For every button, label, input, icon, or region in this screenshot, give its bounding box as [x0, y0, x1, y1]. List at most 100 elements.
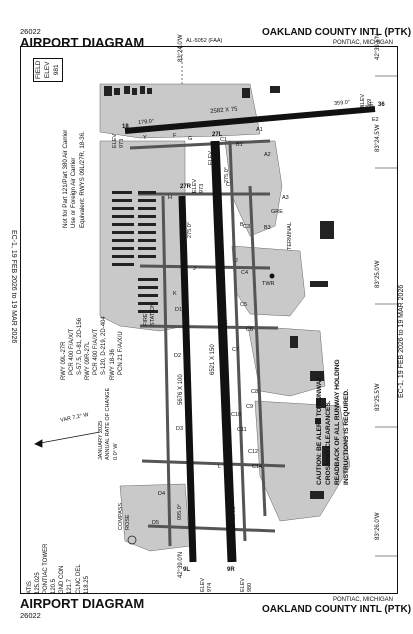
location-bottom: PONTIAC, MICHIGAN — [333, 597, 394, 603]
diagram-frame — [20, 46, 398, 594]
compass-rose-label: COMPASS ROSE — [118, 502, 132, 530]
runway-27r-heading: 275.0° — [187, 222, 193, 238]
svg-text:GRE: GRE — [271, 209, 283, 215]
svg-text:J: J — [193, 266, 196, 272]
lat-top-right-label: 42°39.5'N — [375, 33, 381, 60]
svg-text:K: K — [173, 291, 177, 297]
frequencies-box: ATIS 125.025 PONTIAC TOWER 120.5 GND CON… — [27, 543, 90, 594]
graticule — [181, 46, 398, 557]
svg-text:C5: C5 — [240, 302, 247, 308]
svg-text:A3: A3 — [282, 195, 289, 201]
compass-rose-icon — [127, 535, 137, 545]
svg-text:H: H — [168, 195, 172, 201]
fire-station-label: FIRE STATION — [143, 302, 157, 326]
svg-text:G: G — [188, 136, 192, 142]
runway-9l-heading: 095.0° — [177, 504, 183, 520]
lat-right-2-label: 83°25.0'W — [375, 260, 381, 288]
part-139-note: Not for Part 121/Part 380 Air Carrier Us… — [62, 129, 86, 228]
lat-right-3-label: 83°25.5'W — [375, 383, 381, 411]
svg-text:9L: 9L — [183, 567, 190, 573]
svg-text:C6: C6 — [246, 327, 253, 333]
left-cycle-label: EC-1, 19 FEB 2026 to 19 MAR 2026 — [10, 230, 17, 344]
runway-27l-heading: 275.0° — [224, 167, 230, 183]
svg-text:Y: Y — [143, 135, 147, 141]
svg-text:C8: C8 — [251, 389, 258, 395]
svg-text:18: 18 — [122, 124, 129, 130]
runway-9r-27l — [210, 140, 237, 563]
svg-text:E1: E1 — [361, 105, 368, 111]
elev-rwy-9l: ELEV 974 — [200, 577, 214, 592]
elev-rwy-9r: ELEV 980 — [240, 577, 254, 592]
elev-rwy-18: ELEV 973 — [112, 133, 126, 148]
svg-text:L: L — [187, 462, 190, 468]
svg-text:C10: C10 — [231, 412, 241, 418]
svg-text:D2: D2 — [174, 353, 181, 359]
svg-text:A2: A2 — [264, 152, 271, 158]
svg-text:C9: C9 — [246, 404, 253, 410]
svg-text:B3: B3 — [264, 225, 271, 231]
svg-text:27R: 27R — [180, 184, 192, 190]
runway-9l-27r — [178, 195, 197, 563]
tower-label: TWR — [262, 281, 275, 287]
svg-text:E2: E2 — [372, 117, 379, 123]
svg-text:C14: C14 — [252, 464, 262, 470]
svg-text:B: B — [240, 222, 244, 228]
svg-text:D3: D3 — [176, 426, 183, 432]
airport-name-bottom: OAKLAND COUNTY INTL (PTK) — [262, 604, 412, 615]
svg-text:D1: D1 — [175, 307, 182, 313]
svg-text:C12: C12 — [248, 449, 258, 455]
elev-rwy-36: ELEV 969 — [360, 93, 374, 108]
lon-top-label: 83°24.0'W — [178, 34, 184, 62]
diagram-title-bottom: AIRPORT DIAGRAM — [20, 596, 145, 611]
buildings — [104, 86, 334, 499]
svg-text:C: C — [226, 182, 230, 188]
apron-areas — [99, 83, 351, 552]
caution-note: CAUTION: BE ALERT TO RUNWAY CROSSING CLE… — [316, 359, 350, 485]
annual-change-note: JANUARY 2025 ANNUAL RATE OF CHANGE 0.0° … — [98, 387, 119, 460]
svg-text:D5: D5 — [152, 520, 159, 526]
svg-text:C4: C4 — [241, 270, 248, 276]
right-cycle-label: EC-1, 19 FEB 2026 to 19 MAR 2026 — [398, 284, 405, 398]
svg-text:K: K — [224, 320, 228, 326]
magnetic-variation-arrow — [34, 431, 101, 448]
taxiway-network — [129, 139, 286, 547]
terminal-label: TERMINAL — [287, 222, 293, 250]
procedure-number-bottom: 26022 — [20, 611, 41, 620]
diagram-title-top: AIRPORT DIAGRAM — [20, 35, 145, 50]
svg-text:F: F — [173, 133, 177, 139]
svg-text:C1: C1 — [220, 137, 227, 143]
runway-18-36 — [124, 106, 376, 134]
hangar-rows — [112, 191, 158, 313]
elev-rwy-27r: ELEV 973 — [192, 178, 206, 193]
airport-name-top: OAKLAND COUNTY INTL (PTK) — [262, 27, 412, 38]
svg-text:9R: 9R — [227, 567, 235, 573]
elev-rwy-27l: ELEV 973 — [208, 150, 222, 165]
svg-text:A1: A1 — [256, 127, 263, 133]
svg-text:J: J — [235, 258, 238, 264]
svg-text:B1: B1 — [236, 142, 243, 148]
svg-text:E: E — [370, 102, 374, 108]
field-elevation-box: FIELD ELEV 981 — [33, 57, 64, 82]
runway-strength-table: RWY 09L-27R PCR 400 F/A/X/T S-57.5, D-81… — [61, 316, 124, 380]
lon-bottom-label: 42°39.0'N — [178, 551, 184, 578]
runway-9r-27l-dimensions: 6521 X 150 — [210, 344, 216, 375]
svg-text:36: 36 — [378, 102, 385, 108]
svg-text:A: A — [247, 117, 251, 123]
runway-end-labels: 18 36 27R 27L 9L 9R — [122, 102, 385, 573]
svg-text:C7: C7 — [232, 347, 239, 353]
lat-right-1-label: 83°24.5'W — [375, 124, 381, 152]
svg-text:27L: 27L — [212, 132, 223, 138]
atis-id: AL-5052 (FAA) — [186, 38, 223, 44]
svg-text:C11: C11 — [237, 427, 247, 433]
location-top: PONTIAC, MICHIGAN — [333, 40, 394, 46]
svg-text:L: L — [218, 464, 221, 470]
procedure-number-top: 26022 — [20, 27, 41, 36]
lat-right-4-label: 83°26.0'W — [375, 512, 381, 540]
svg-text:D4: D4 — [158, 491, 165, 497]
tower-icon — [269, 273, 275, 279]
runway-9r-heading: 094.9° — [231, 504, 237, 520]
svg-text:C3: C3 — [243, 224, 250, 230]
runway-9l-27r-dimensions: 5676 X 100 — [178, 374, 184, 405]
